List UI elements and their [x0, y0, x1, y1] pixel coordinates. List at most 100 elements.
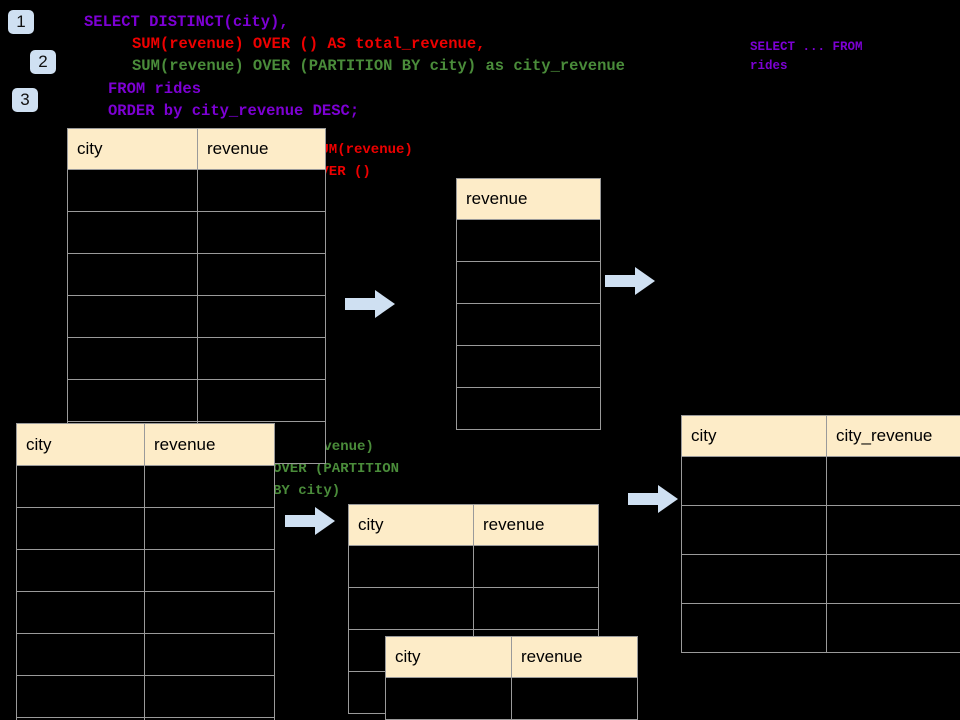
table-cell [826, 505, 960, 555]
table-cell [144, 549, 275, 592]
table-cell [473, 587, 599, 630]
table-row [67, 253, 326, 296]
table-cell [197, 169, 326, 212]
arrow-right-icon [628, 485, 678, 513]
table-cell [456, 219, 601, 262]
table-row [67, 337, 326, 380]
table-cell [681, 505, 827, 555]
column-header-city: city [681, 415, 827, 457]
table-cell [197, 253, 326, 296]
table-cell [348, 545, 474, 588]
table-cell [144, 717, 275, 720]
table-cell [826, 456, 960, 506]
table-cell [511, 677, 638, 720]
table-cell [144, 591, 275, 634]
table-cell [67, 295, 198, 338]
table-row [456, 387, 601, 430]
table-row [348, 587, 599, 630]
table-cell [197, 337, 326, 380]
table-row [348, 545, 599, 588]
table-cell [144, 633, 275, 676]
table-cell [67, 211, 198, 254]
sql-line-1: SELECT DISTINCT(city), [84, 13, 289, 31]
table-cell [16, 675, 145, 718]
table-row [681, 554, 960, 604]
arrow-source-to-total [345, 288, 395, 320]
table-cell [456, 261, 601, 304]
table-cell [67, 169, 198, 212]
table-row [67, 295, 326, 338]
arrow-right-icon [345, 290, 395, 318]
arrow-total-to-final [605, 265, 655, 297]
column-header-revenue: revenue [511, 636, 638, 678]
table-row [681, 505, 960, 555]
column-header-revenue: revenue [473, 504, 599, 546]
step-badge-1: 1 [8, 10, 34, 34]
table-row [385, 677, 638, 720]
table-row [16, 717, 275, 720]
table-cell [385, 677, 512, 720]
table-row [16, 465, 275, 508]
sql-line-5: ORDER by city_revenue DESC; [108, 102, 360, 120]
table-cell [456, 303, 601, 346]
table-row [16, 507, 275, 550]
sql-line-2: SUM(revenue) OVER () AS total_revenue, [132, 35, 486, 53]
table-row [16, 633, 275, 676]
table-row [681, 603, 960, 653]
table-row [16, 549, 275, 592]
table-row [681, 456, 960, 506]
table-row [67, 169, 326, 212]
sql-line-4: FROM rides [108, 80, 202, 98]
table-cell [197, 211, 326, 254]
table-cell [826, 603, 960, 653]
table-cell [67, 337, 198, 380]
sql-line-3: SUM(revenue) OVER (PARTITION BY city) as… [132, 57, 625, 75]
column-header-city: city [67, 128, 198, 170]
table-cell [67, 253, 198, 296]
sql-side-note: SELECT ... FROM rides [750, 40, 863, 73]
table-row [456, 219, 601, 262]
table-cell [681, 603, 827, 653]
table-cell [67, 379, 198, 422]
table-row [67, 211, 326, 254]
column-header-revenue: revenue [197, 128, 326, 170]
table-cell [16, 507, 145, 550]
column-header-city: city [348, 504, 474, 546]
step-badge-3: 3 [12, 88, 38, 112]
table-cell [16, 465, 145, 508]
table-row [456, 303, 601, 346]
arrow-right-icon [285, 507, 335, 535]
total-revenue-table: revenue [456, 178, 601, 430]
table-cell [16, 633, 145, 676]
table-row [16, 591, 275, 634]
table-row [67, 379, 326, 422]
annotation-sum-over-empty: SUM(revenue) OVER () [312, 142, 413, 180]
table-cell [197, 295, 326, 338]
table-row [456, 261, 601, 304]
column-header-revenue: revenue [144, 423, 275, 466]
table-cell [16, 591, 145, 634]
table-row [16, 675, 275, 718]
table-cell [144, 465, 275, 508]
arrow-source-to-partition [285, 505, 335, 537]
table-cell [16, 549, 145, 592]
table-cell [681, 456, 827, 506]
table-cell [348, 587, 474, 630]
table-row [456, 345, 601, 388]
table-cell [473, 545, 599, 588]
column-header-city_revenue: city_revenue [826, 415, 960, 457]
column-header-city: city [16, 423, 145, 466]
table-cell [144, 675, 275, 718]
table-cell [456, 387, 601, 430]
table-header-row: revenue [456, 178, 601, 220]
